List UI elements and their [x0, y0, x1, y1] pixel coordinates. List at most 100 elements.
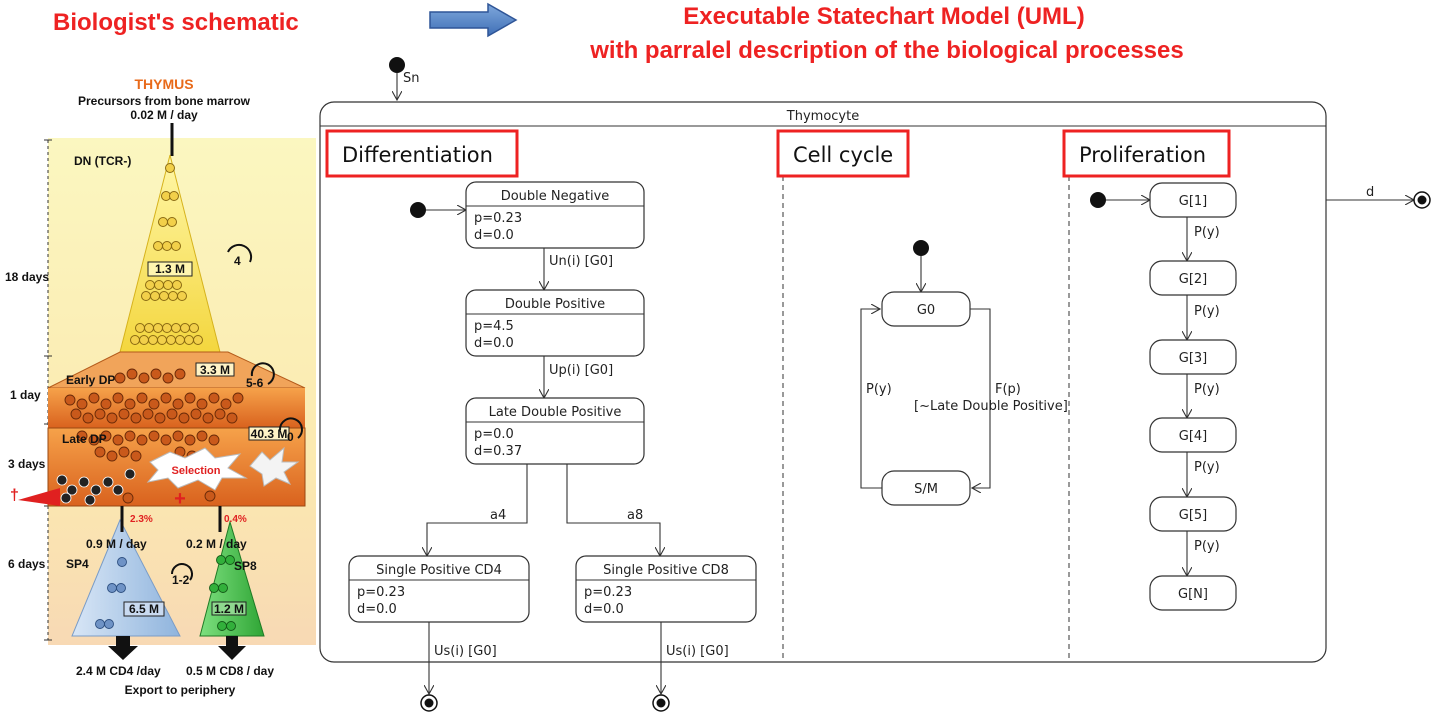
sp8-label: SP8 [234, 559, 257, 573]
cycle-initial [913, 240, 929, 256]
svg-text:Late Double Positive: Late Double Positive [489, 405, 622, 420]
state-late-double-positive: Late Double Positive p=0.0 d=0.37 [465, 397, 645, 465]
transition-dp-ldp: Up(i) [G0] [549, 363, 613, 378]
svg-text:G[4]: G[4] [1179, 429, 1208, 444]
early-dp-label: Early DP [66, 373, 115, 387]
cd8-export-arrow [218, 636, 246, 660]
late-population: 40.3 M [251, 427, 288, 441]
selection-plus: + [174, 488, 186, 510]
state-single-positive-cd4: Single Positive CD4 p=0.23 d=0.0 [348, 555, 530, 623]
dn-cells [130, 163, 203, 345]
initial-pseudostate [389, 57, 405, 73]
diff-initial [410, 202, 426, 218]
state-g5: G[5] [1149, 496, 1237, 532]
sp4-population-box [123, 601, 165, 617]
sp8-percentage: 0.4% [224, 514, 247, 525]
cell-cycle-label: Cell cycle [793, 143, 893, 167]
svg-text:G[3]: G[3] [1179, 351, 1208, 366]
svg-text:G[1]: G[1] [1179, 194, 1208, 209]
sp4-cells [95, 557, 127, 629]
prolif-transition-2: P(y) [1194, 304, 1220, 319]
state-s-m: S/M [881, 470, 971, 506]
svg-text:G[N]: G[N] [1178, 587, 1208, 602]
left-header: Biologist's schematic [53, 9, 299, 36]
dn-label: DN (TCR-) [74, 154, 131, 168]
transition-cd8-exit: Us(i) [G0] [666, 644, 729, 659]
state-g4: G[4] [1149, 417, 1237, 453]
right-header-line2: with parralel description of the biologi… [589, 37, 1183, 64]
initial-label: Sn [403, 71, 420, 86]
state-g2: G[2] [1149, 260, 1237, 296]
svg-text:d=0.0: d=0.0 [357, 602, 397, 617]
transition-fp: F(p) [995, 382, 1021, 397]
precursors-label: Precursors from bone marrow [78, 94, 251, 108]
svg-text:Single Positive CD8: Single Positive CD8 [603, 563, 729, 578]
composite-exit-label: d [1366, 185, 1374, 200]
differentiation-label: Differentiation [342, 143, 493, 167]
sp4-label: SP4 [66, 557, 89, 571]
export-cd4: 2.4 M CD4 /day [76, 664, 161, 678]
early-population: 3.3 M [200, 363, 230, 377]
duration-sp: 6 days [8, 557, 46, 571]
duration-early: 1 day [10, 388, 41, 402]
transition-py: P(y) [866, 382, 892, 397]
sp8-population: 1.2 M [214, 602, 244, 616]
prolif-initial [1090, 192, 1106, 208]
proliferation-label: Proliferation [1079, 143, 1206, 167]
sp8-population-box [211, 601, 247, 616]
transition-guard: [~Late Double Positive] [914, 399, 1068, 414]
sp-cycles: 1-2 [172, 573, 190, 587]
cd4-export-arrow [108, 636, 138, 660]
early-cycle-arrow [250, 362, 275, 385]
state-g1: G[1] [1149, 182, 1237, 218]
transition-dn-dp: Un(i) [G0] [549, 254, 613, 269]
transition-to-cd4: a4 [490, 508, 506, 523]
svg-text:p=0.23: p=0.23 [584, 585, 632, 600]
prolif-transition-1: P(y) [1194, 225, 1220, 240]
dn-cycle-arrow [227, 243, 253, 263]
thymus-label: THYMUS [134, 76, 193, 92]
svg-text:G[2]: G[2] [1179, 272, 1208, 287]
svg-text:d=0.0: d=0.0 [584, 602, 624, 617]
svg-text:p=4.5: p=4.5 [474, 319, 514, 334]
differentiation-label-box [325, 129, 519, 178]
svg-text:p=0.23: p=0.23 [357, 585, 405, 600]
statechart: Sn Thymocyte Differentiation Cell cycle … [319, 57, 1431, 712]
state-g3: G[3] [1149, 339, 1237, 375]
sp4-percentage: 2.3% [130, 514, 153, 525]
state-g0: G0 [881, 291, 971, 327]
state-gn: G[N] [1149, 575, 1237, 611]
prolif-transition-5: P(y) [1194, 539, 1220, 554]
arrow-right-icon [429, 2, 518, 38]
dn-population-box [147, 261, 193, 277]
svg-text:Double Negative: Double Negative [501, 189, 610, 204]
svg-text:Single Positive CD4: Single Positive CD4 [376, 563, 502, 578]
input-rate-label: 0.02 M / day [130, 108, 198, 122]
late-population-box [248, 426, 290, 441]
prolif-transition-4: P(y) [1194, 460, 1220, 475]
svg-text:d=0.37: d=0.37 [474, 444, 522, 459]
right-header-line1: Executable Statechart Model (UML) [683, 3, 1084, 30]
cell-cycle-label-box [776, 129, 910, 178]
early-cycles: 5-6 [246, 376, 264, 390]
late-cycle-arrow [278, 417, 303, 439]
svg-text:G[5]: G[5] [1179, 508, 1208, 523]
svg-text:d=0.0: d=0.0 [474, 336, 514, 351]
sp8-cells [209, 555, 236, 631]
death-dagger: † [10, 487, 19, 504]
biologist-schematic: THYMUS Precursors from bone marrow 0.02 … [5, 76, 316, 697]
transition-to-cd8: a8 [627, 508, 643, 523]
dn-cycles: 4 [234, 254, 241, 268]
svg-text:S/M: S/M [914, 482, 938, 497]
export-label: Export to periphery [125, 683, 236, 697]
state-single-positive-cd8: Single Positive CD8 p=0.23 d=0.0 [575, 555, 757, 623]
svg-text:G0: G0 [917, 303, 935, 318]
svg-text:p=0.0: p=0.0 [474, 427, 514, 442]
state-double-positive: Double Positive p=4.5 d=0.0 [465, 289, 645, 357]
selection-burst [146, 447, 248, 491]
state-double-negative: Double Negative p=0.23 d=0.0 [465, 181, 645, 249]
sp8-rate: 0.2 M / day [186, 537, 247, 551]
early-population-box [195, 362, 235, 377]
duration-late: 3 days [8, 457, 46, 471]
